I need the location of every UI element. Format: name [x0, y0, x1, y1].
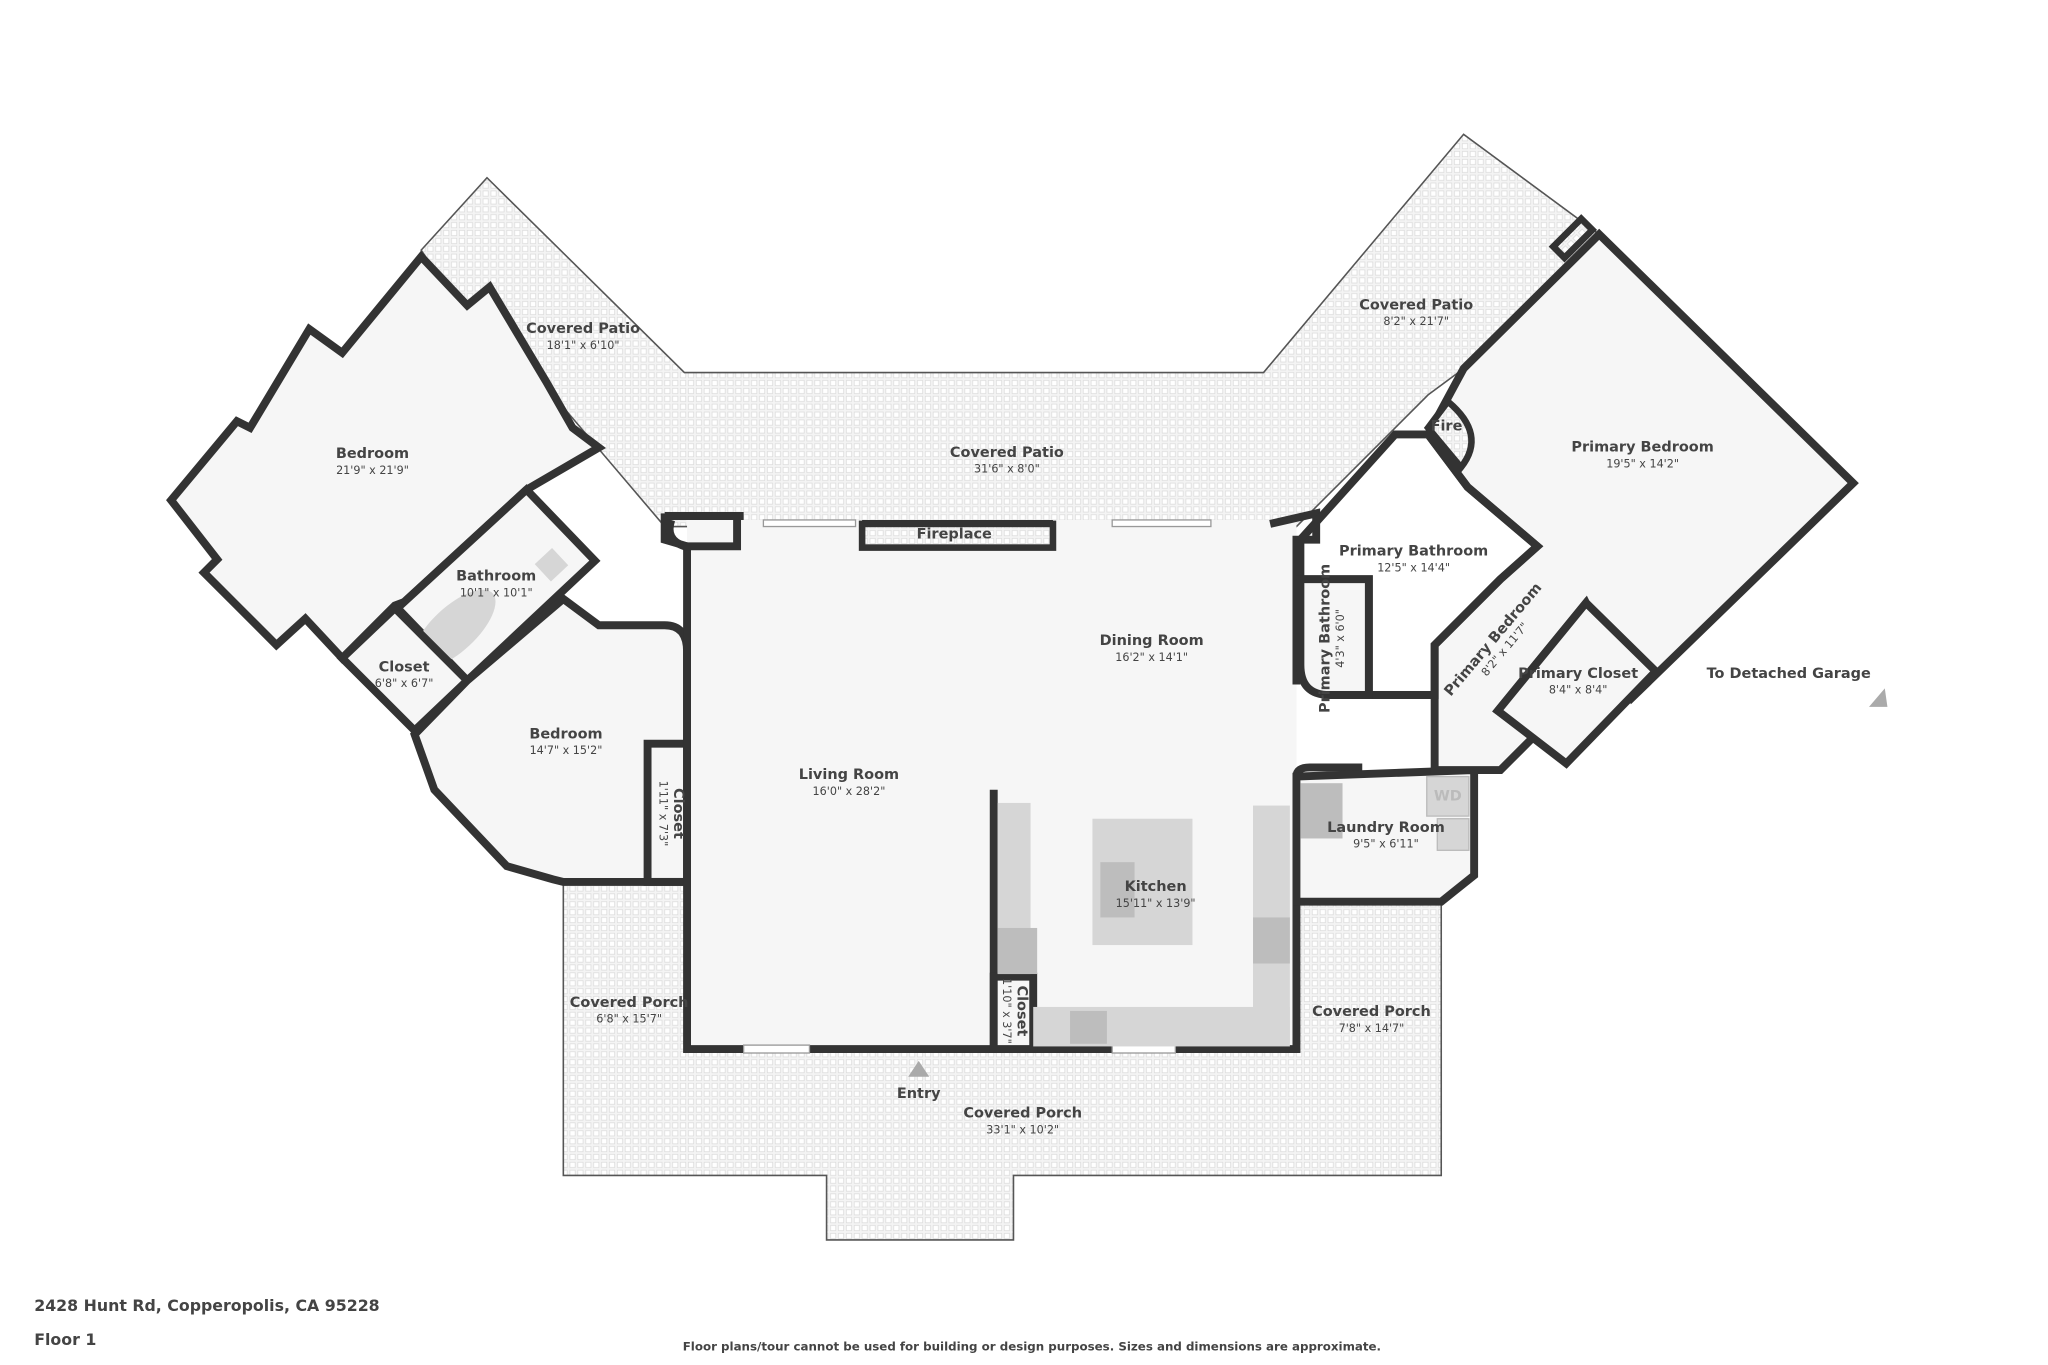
room-dims: 33'1" x 10'2" [986, 1123, 1059, 1136]
room-dims: 19'5" x 14'2" [1606, 457, 1679, 470]
room-dims: 15'11" x 13'9" [1116, 897, 1196, 910]
room-dims: 12'5" x 14'4" [1377, 561, 1450, 574]
room-name: Covered Patio [950, 445, 1064, 461]
entry-label: Entry [897, 1086, 941, 1102]
room-name: Primary Bathroom [1339, 543, 1488, 559]
room-dims: 31'6" x 8'0" [974, 463, 1040, 476]
room-dims: 21'9" x 21'9" [336, 464, 409, 477]
room-dims: 1'10" x 3'7" [1000, 978, 1013, 1044]
room-name: Dining Room [1100, 633, 1204, 649]
bedroom-1 [166, 250, 607, 664]
floor-label: Floor 1 [34, 1330, 96, 1349]
room-name: Covered Porch [1312, 1004, 1431, 1020]
room-dims: 7'8" x 14'7" [1339, 1022, 1405, 1035]
room-name: Bedroom [529, 726, 602, 742]
room-dims: 18'1" x 6'10" [547, 339, 620, 352]
address: 2428 Hunt Rd, Copperopolis, CA 95228 [34, 1296, 379, 1315]
room-dims: 9'5" x 6'11" [1353, 838, 1419, 851]
garage-arrow-icon[interactable] [1868, 688, 1888, 707]
room-dims: 8'2" x 21'7" [1383, 315, 1449, 328]
fireplace [858, 520, 1057, 551]
room-name: Covered Porch [570, 995, 689, 1011]
room-name: Living Room [799, 767, 899, 783]
room-name: Covered Patio [1359, 297, 1473, 313]
room-dims: 6'8" x 6'7" [375, 677, 434, 690]
room-name: Bedroom [336, 446, 409, 462]
room-name: Primary Closet [1518, 666, 1638, 682]
disclaimer: Floor plans/tour cannot be used for buil… [683, 1339, 1381, 1353]
room-name: Bathroom [456, 568, 536, 584]
room-dims: 14'7" x 15'2" [530, 744, 603, 757]
room-name: Laundry Room [1327, 820, 1445, 836]
room-dims: 4'3" x 6'0" [1334, 609, 1347, 668]
entry-arrow-icon[interactable] [908, 1060, 930, 1077]
closet-2 [643, 739, 692, 886]
room-name: Primary Bedroom [1571, 440, 1713, 456]
room-name: Closet [379, 659, 430, 675]
room-dims: 6'8" x 15'7" [596, 1013, 662, 1026]
room-dims: 8'4" x 8'4" [1549, 684, 1608, 697]
room-name: Closet [1013, 985, 1029, 1036]
room-dims: 10'1" x 10'1" [460, 586, 533, 599]
room-dims: 16'2" x 14'1" [1115, 651, 1188, 664]
room-dims: 16'0" x 28'2" [813, 785, 886, 798]
fire [1423, 396, 1475, 473]
room-name: Fireplace [917, 526, 992, 542]
room-dims: 1'11" x 7'3" [656, 781, 669, 847]
room-name: Primary Bathroom [1317, 564, 1333, 713]
garage-label: To Detached Garage [1707, 666, 1871, 682]
room-name: Closet [670, 788, 686, 839]
primary-closet [1492, 597, 1662, 769]
room-name: Fire [1431, 418, 1463, 434]
room-name: Kitchen [1125, 879, 1187, 895]
washer-dryer-label: WD [1434, 788, 1462, 804]
primary-bathroom-wc [1296, 575, 1373, 699]
room-name: Covered Porch [963, 1106, 1082, 1122]
room-name: Covered Patio [526, 321, 640, 337]
